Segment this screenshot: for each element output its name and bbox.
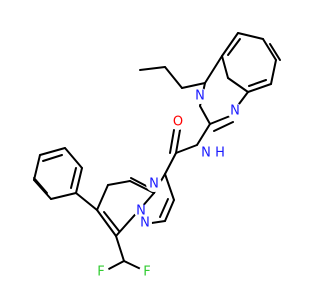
atom-f-1-label: F bbox=[97, 265, 104, 280]
atom-n-amide: N bbox=[198, 143, 214, 161]
atom-f-2-label: F bbox=[143, 265, 150, 280]
atom-h-amide: H bbox=[213, 144, 227, 161]
atom-n-benzimidazole-3: N bbox=[227, 103, 243, 119]
atom-o-carbonyl-label: O bbox=[173, 115, 183, 130]
atom-n-pyrazole: N bbox=[138, 216, 152, 231]
atom-n-pyrazole-label: N bbox=[140, 216, 150, 231]
propyl-chain bbox=[139, 66, 206, 89]
atom-n-bridgehead-label: N bbox=[136, 204, 146, 219]
benzimidazole-benzene-ring bbox=[221, 32, 281, 93]
atom-n-benzimidazole-1-label: N bbox=[195, 89, 205, 104]
atom-n-benzimidazole-3-label: N bbox=[230, 104, 240, 119]
atom-f-1: F bbox=[93, 264, 109, 280]
phenyl-ring bbox=[33, 147, 98, 211]
atom-n-pyrimidine-label: N bbox=[149, 177, 159, 192]
atom-n-pyrimidine: N bbox=[146, 176, 162, 192]
atom-n-bridgehead: N bbox=[134, 204, 148, 219]
atom-o-carbonyl: O bbox=[170, 114, 186, 130]
difluoromethyl-group bbox=[104, 235, 146, 272]
atom-h-amide-label: H bbox=[215, 146, 225, 161]
amide-linkage bbox=[164, 123, 211, 175]
atom-n-benzimidazole-1: N bbox=[192, 88, 208, 104]
atom-n-amide-label: N bbox=[201, 146, 211, 161]
molecule-structure: N H O N N N N N F F bbox=[33, 32, 281, 280]
atom-f-2: F bbox=[139, 264, 155, 280]
